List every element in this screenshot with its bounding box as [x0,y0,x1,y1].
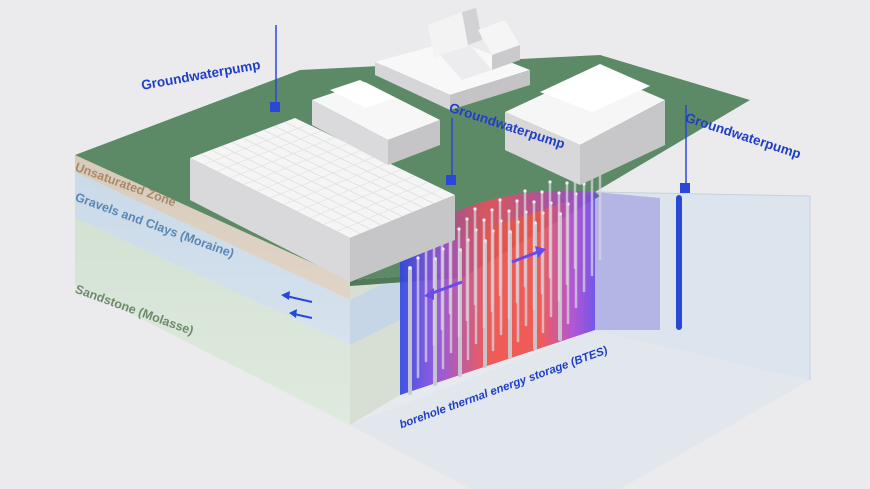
roof-grid-line [323,181,429,226]
roof-grid-line [256,149,362,192]
borehole-cap [532,200,536,204]
groundwater-pump-3 [676,105,690,330]
borehole-cap [557,191,561,195]
roof-grid-line [296,168,402,212]
borehole-cap [565,181,569,185]
borehole-cap [523,189,527,193]
roof-grid-line [309,175,416,219]
roof-grid-line [203,124,309,166]
borehole-cap [408,266,412,270]
flow-arrows-btes [424,246,546,300]
borehole-cap [490,208,494,212]
borehole-cap [473,207,477,211]
borehole-cap [465,217,469,221]
borehole-cap [482,218,486,222]
roof-grid-line [336,188,442,232]
buildings [190,8,665,282]
borehole-cap [457,227,461,231]
roof-grid-line [283,162,389,206]
borehole-cap [515,199,519,203]
roof-grid-line [243,143,349,186]
roof-grid-line [229,136,336,179]
strata-side-face [350,258,400,425]
borehole-cap [416,256,420,260]
borehole-cap [540,190,544,194]
groundwater-pump-2 [446,118,456,185]
borehole-cap [498,198,502,202]
groundwater-pump-1 [270,25,280,112]
strata-front-face [75,155,350,425]
borehole-cap [507,209,511,213]
borehole-cap [548,180,552,184]
roof-grid-line [269,156,376,199]
groundwater-flow-arrows [281,291,313,319]
roof-grid-line [216,130,322,172]
